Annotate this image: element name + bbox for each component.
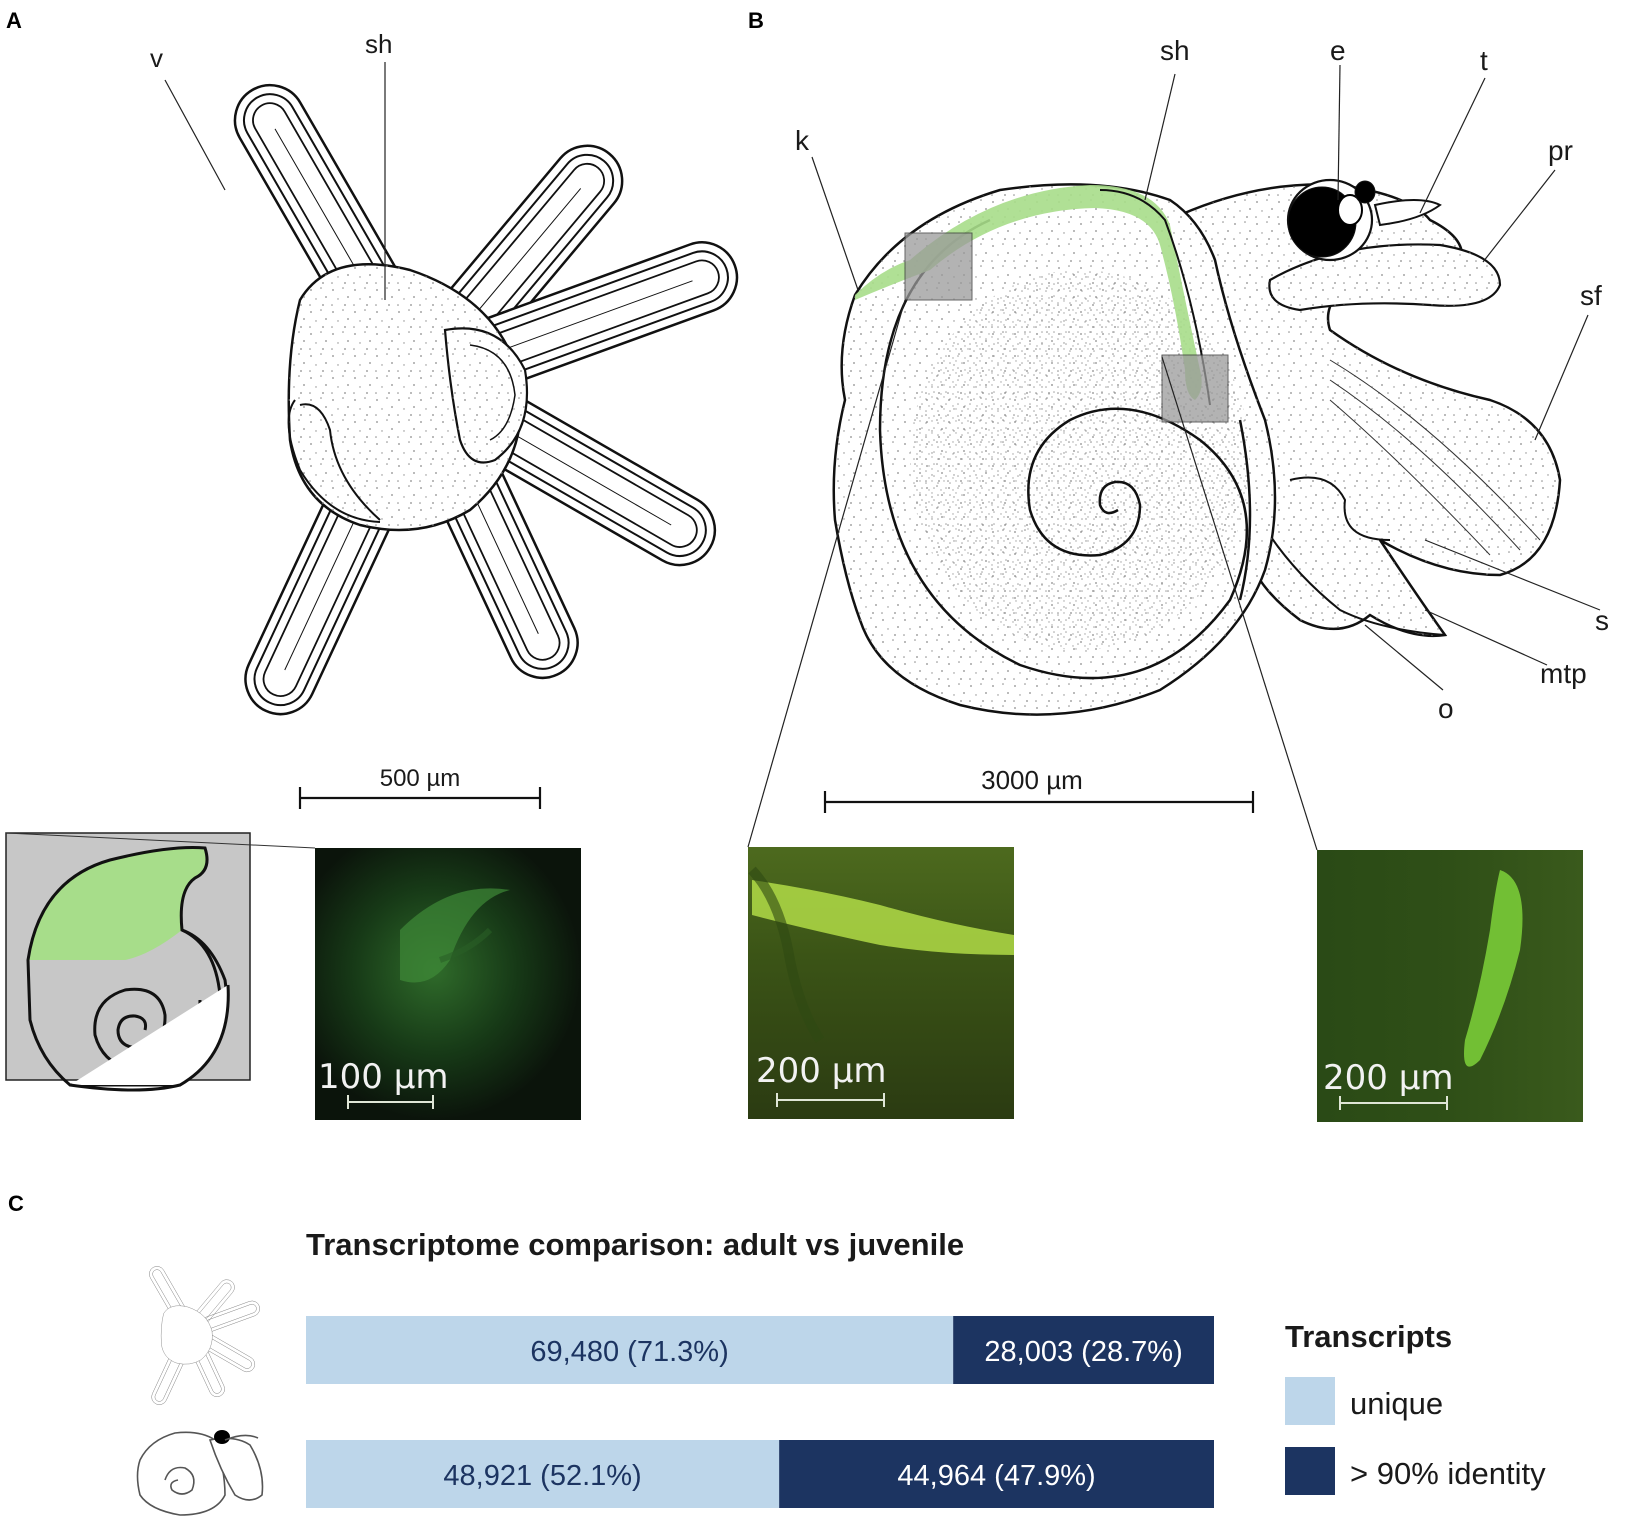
bar-juvenile-identity — [953, 1316, 1214, 1384]
legend-label-unique: unique — [1350, 1386, 1443, 1421]
bar-series-group: 69,480 (71.3%) 28,003 (28.7%) 48,921 (52.1… — [306, 1316, 1214, 1508]
bar-adult-unique — [306, 1440, 780, 1508]
label-o: o — [1438, 693, 1454, 724]
leader-lines-b — [747, 64, 1601, 851]
label-t: t — [1480, 45, 1488, 76]
juvenile-icon — [149, 1266, 260, 1405]
panel-c: C Transcriptome comparison: adult vs juv… — [8, 1191, 1546, 1516]
legend-label-identity: > 90% identity — [1350, 1456, 1546, 1491]
panel-label-c: C — [8, 1191, 24, 1216]
label-sh-b: sh — [1160, 35, 1190, 66]
label-pr: pr — [1548, 135, 1573, 166]
label-sf: sf — [1580, 280, 1602, 311]
scalebar-b-micro-left-label: 200 µm — [756, 1051, 886, 1091]
leader-lines-a — [164, 62, 386, 300]
adult-icon — [136, 1430, 264, 1516]
scalebar-a-main-label: 500 µm — [380, 765, 461, 792]
label-k: k — [795, 125, 810, 156]
label-v: v — [150, 43, 163, 73]
label-sh-a: sh — [365, 29, 392, 59]
bar-label-adult-unique: 48,921 (52.1%) — [443, 1460, 641, 1492]
scalebar-b-main-label: 3000 µm — [981, 765, 1083, 795]
scalebar-a-micro-label: 100 µm — [318, 1057, 448, 1097]
legend-swatch-unique — [1285, 1377, 1335, 1425]
bar-juvenile-unique — [306, 1316, 954, 1384]
legend-swatch-identity — [1285, 1447, 1335, 1495]
micrograph-b-left: 200 µm — [748, 847, 1014, 1119]
scalebar-b-main — [823, 791, 1255, 813]
juvenile-drawing — [233, 83, 739, 716]
micrograph-a: 100 µm — [315, 848, 581, 1120]
label-s: s — [1595, 605, 1609, 636]
bar-label-juvenile-unique: 69,480 (71.3%) — [530, 1336, 728, 1368]
panel-label-a: A — [6, 8, 22, 33]
bar-chart: 69,480 (71.3%) 28,003 (28.7%) 48,921 (52.1… — [306, 1316, 1214, 1508]
micrograph-b-right: 200 µm — [1317, 850, 1583, 1122]
bar-label-juvenile-identity: 28,003 (28.7%) — [984, 1336, 1182, 1368]
label-e: e — [1330, 35, 1346, 66]
inset-a — [5, 832, 316, 1092]
label-mtp: mtp — [1540, 658, 1587, 689]
scalebar-b-micro-right-label: 200 µm — [1323, 1058, 1453, 1098]
adult-drawing — [832, 178, 1562, 716]
scalebar-a-main — [298, 787, 542, 809]
panel-label-b: B — [748, 8, 764, 33]
chart-title: Transcriptome comparison: adult vs juven… — [306, 1227, 964, 1262]
panel-a: A — [5, 8, 739, 1120]
panel-b: B — [747, 8, 1609, 1122]
legend: Transcripts unique > 90% identity — [1285, 1319, 1546, 1495]
bar-adult-identity — [779, 1440, 1214, 1508]
bar-label-adult-identity: 44,964 (47.9%) — [897, 1460, 1095, 1492]
legend-title: Transcripts — [1285, 1319, 1452, 1354]
